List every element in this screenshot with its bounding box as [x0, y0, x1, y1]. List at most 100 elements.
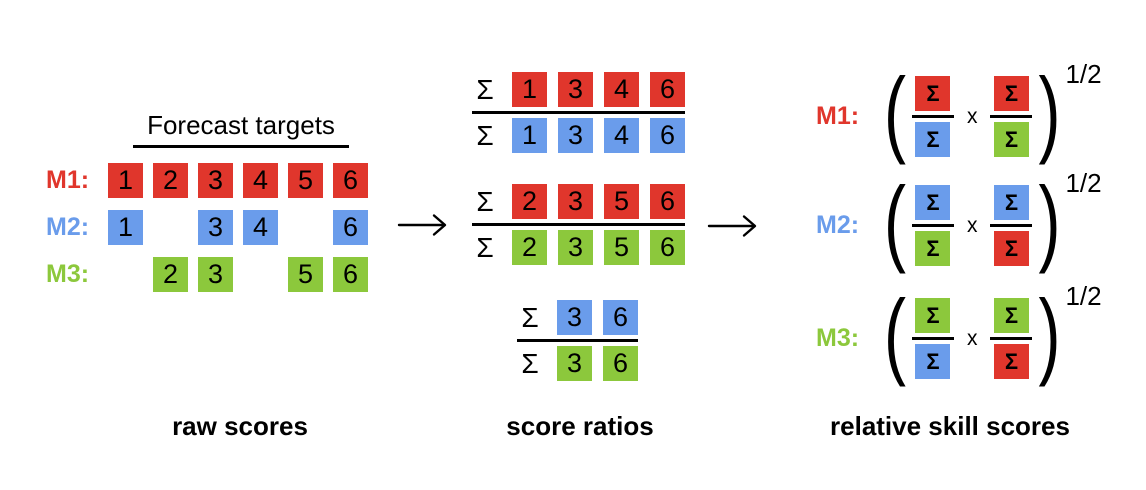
caption-relative-skill-scores: relative skill scores	[830, 411, 1070, 441]
sigma-box-numerator: Σ	[993, 298, 1029, 333]
exponent: 1/2	[1065, 59, 1102, 89]
ratio-cell: 6	[650, 184, 685, 219]
sigma-symbol: Σ	[476, 232, 494, 263]
score-cell-empty	[108, 257, 143, 292]
ratio-cell: 3	[558, 184, 593, 219]
sigma-box-numerator: Σ	[915, 76, 951, 111]
sigma-symbol: Σ	[521, 348, 539, 379]
ratio-cell: 6	[603, 346, 638, 381]
sigma-box-denominator: Σ	[993, 344, 1029, 379]
score-cell: 6	[333, 210, 368, 245]
sigma-box-denominator: Σ	[993, 122, 1029, 157]
score-cell: 4	[243, 163, 278, 198]
fraction-line	[990, 337, 1033, 340]
fraction-line	[472, 111, 685, 114]
score-cell: 3	[198, 163, 233, 198]
ratio-cell: 6	[650, 230, 685, 265]
score-cell: 5	[288, 163, 323, 198]
model-label: M3:	[46, 260, 90, 288]
sigma-box-numerator: Σ	[915, 185, 951, 220]
ratio-cell: 3	[557, 300, 592, 335]
paren-open-icon: (	[884, 279, 906, 387]
fraction-line	[472, 223, 685, 226]
score-cell: 6	[333, 257, 368, 292]
ratio-cell: 1	[512, 72, 547, 107]
score-cell: 3	[198, 257, 233, 292]
ratio-cell: 4	[604, 72, 639, 107]
sigma-box-numerator: Σ	[915, 298, 951, 333]
fraction-line	[990, 224, 1033, 227]
ratio-cell: 3	[558, 230, 593, 265]
paren-close-icon: )	[1038, 166, 1061, 274]
score-cell: 2	[153, 163, 188, 198]
exponent: 1/2	[1065, 281, 1102, 311]
ratio-cell: 4	[604, 118, 639, 153]
multiply-symbol: x	[966, 326, 978, 350]
model-label: M1:	[816, 102, 860, 130]
model-label: M2:	[816, 211, 860, 239]
score-cell: 5	[288, 257, 323, 292]
model-label: M3:	[816, 324, 860, 352]
paren-close-icon: )	[1038, 57, 1061, 165]
sigma-symbol: Σ	[476, 74, 494, 105]
fraction-line	[517, 339, 638, 342]
caption-raw-scores: raw scores	[172, 411, 308, 441]
score-cell: 1	[108, 210, 143, 245]
score-cell: 3	[198, 210, 233, 245]
multiply-symbol: x	[966, 213, 978, 237]
score-cell-empty	[288, 210, 323, 245]
model-label: M1:	[46, 166, 90, 194]
model-label: M2:	[46, 213, 90, 241]
exponent: 1/2	[1065, 168, 1102, 198]
arrow-right-icon	[707, 215, 757, 237]
forecast-targets-title: Forecast targets	[133, 110, 349, 148]
sigma-box-numerator: Σ	[993, 76, 1029, 111]
fraction-line	[990, 115, 1033, 118]
arrow-right-icon	[397, 214, 447, 236]
sigma-box-denominator: Σ	[915, 344, 951, 379]
score-cell-empty	[153, 210, 188, 245]
fraction-line	[911, 224, 954, 227]
ratio-cell: 2	[512, 230, 547, 265]
ratio-cell: 6	[650, 118, 685, 153]
sigma-symbol: Σ	[476, 186, 494, 217]
ratio-cell: 3	[558, 72, 593, 107]
score-cell-empty	[243, 257, 278, 292]
sigma-box-denominator: Σ	[915, 231, 951, 266]
ratio-cell: 3	[557, 346, 592, 381]
ratio-cell: 3	[558, 118, 593, 153]
ratio-cell: 5	[604, 184, 639, 219]
sigma-box-numerator: Σ	[993, 185, 1029, 220]
paren-close-icon: )	[1038, 279, 1061, 387]
ratio-cell: 1	[512, 118, 547, 153]
caption-score-ratios: score ratios	[506, 411, 654, 441]
fraction-line	[911, 337, 954, 340]
